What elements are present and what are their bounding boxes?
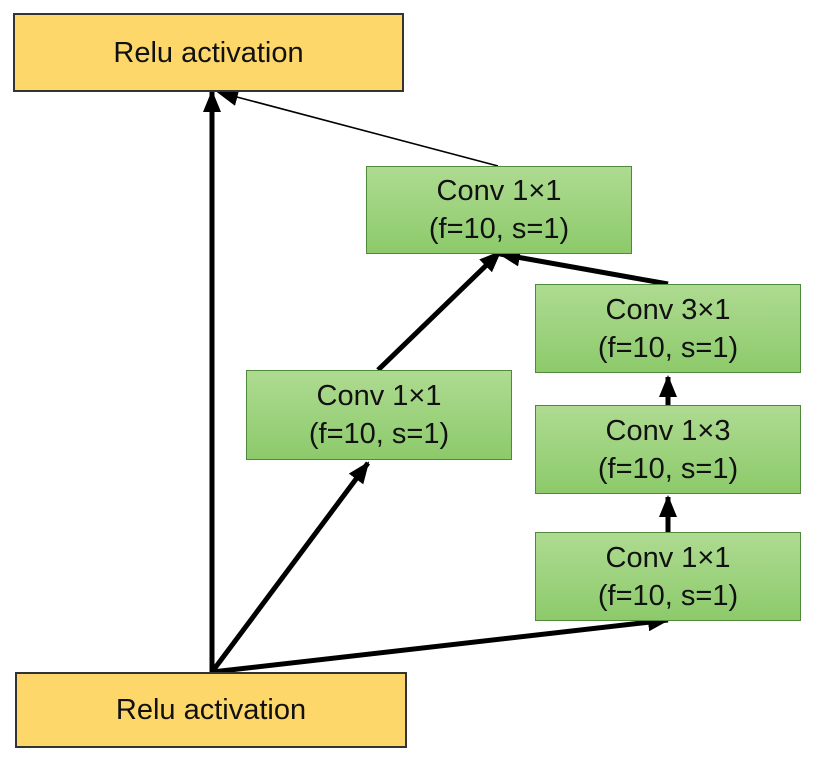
- edge-relu-to-conv-base: [211, 613, 670, 675]
- conv-3x1-box: Conv 3×1 (f=10, s=1): [535, 284, 801, 373]
- conv-branch-base-box: Conv 1×1 (f=10, s=1): [535, 532, 801, 621]
- conv-merge-box: Conv 1×1 (f=10, s=1): [366, 166, 632, 254]
- relu-activation-top: Relu activation: [13, 13, 404, 92]
- edge-conv-mid-to-merge: [376, 250, 502, 372]
- conv-1x3-params: (f=10, s=1): [597, 452, 739, 485]
- edge-relu-to-conv-mid: [209, 461, 371, 674]
- conv-3x1-params: (f=10, s=1): [597, 331, 739, 364]
- relu-activation-bottom: Relu activation: [15, 672, 407, 748]
- conv-branch-mid-box: Conv 1×1 (f=10, s=1): [246, 370, 512, 460]
- conv-1x3-title: Conv 1×3: [605, 414, 731, 447]
- conv-branch-mid-params: (f=10, s=1): [308, 418, 450, 450]
- relu-bottom-label: Relu activation: [115, 694, 307, 726]
- conv-merge-title: Conv 1×1: [436, 175, 562, 207]
- conv-branch-base-title: Conv 1×1: [605, 541, 731, 574]
- edge-merge-to-relu-top: [216, 88, 499, 167]
- conv-merge-params: (f=10, s=1): [428, 213, 570, 245]
- relu-top-label: Relu activation: [113, 36, 304, 69]
- conv-branch-mid-title: Conv 1×1: [316, 380, 442, 412]
- conv-3x1-title: Conv 3×1: [605, 293, 731, 326]
- edge-conv-3x1-to-merge: [498, 248, 669, 287]
- conv-branch-base-params: (f=10, s=1): [597, 579, 739, 612]
- conv-1x3-box: Conv 1×3 (f=10, s=1): [535, 405, 801, 494]
